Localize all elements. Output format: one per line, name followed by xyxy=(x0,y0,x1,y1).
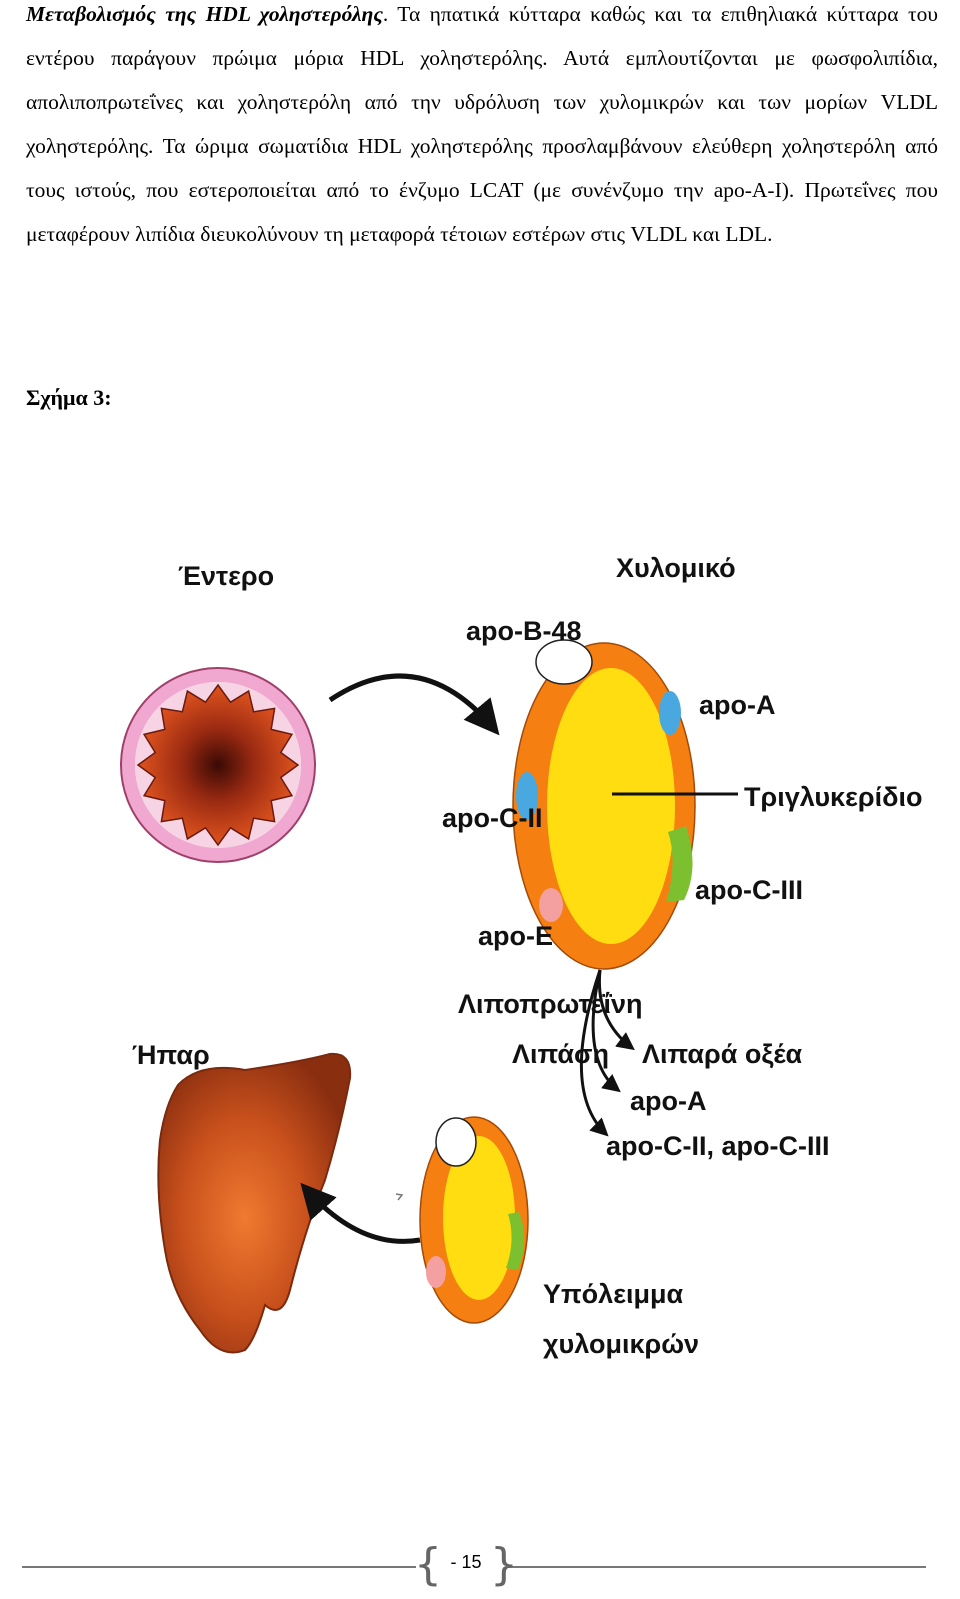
remnant-label-line1: Υπόλειμμα xyxy=(543,1279,684,1309)
lipoprotein-lipase-label-line2: Λιπάση xyxy=(512,1039,609,1069)
paragraph-text: . Τα ηπατικά κύτταρα καθώς και τα επιθηλ… xyxy=(26,2,938,246)
chylomicron-metabolism-figure: Έντερο Χυλομικό apo-B-48 apo-A Τριγλυκερ… xyxy=(120,553,922,1359)
remnant-apo-c3-marker xyxy=(506,1212,525,1270)
liver-shape xyxy=(157,1052,352,1354)
footer-rule-right xyxy=(508,1566,926,1568)
apo-b48-label: apo-B-48 xyxy=(466,616,582,646)
body-paragraph: Μεταβολισμός της HDL χοληστερόλης. Τα ηπ… xyxy=(26,0,938,256)
remnant-label-line2: χυλομικρών xyxy=(543,1329,699,1359)
remnant-apo-b48-marker xyxy=(435,1117,477,1167)
apo-c3-marker xyxy=(666,826,693,902)
chylomicron-particle xyxy=(512,639,696,970)
footer-brace-left: { xyxy=(414,1539,442,1590)
lipoprotein-lipase-label-line1: Λιποπρωτεΐνη xyxy=(458,989,642,1019)
intestine-label: Έντερο xyxy=(178,561,274,591)
intestine-cross-section xyxy=(120,667,316,863)
apo-c2-marker xyxy=(516,772,538,820)
figure-label: Σχήμα 3: xyxy=(26,385,112,410)
apo-e-marker xyxy=(539,888,563,922)
triglyceride-label: Τριγλυκερίδιο xyxy=(744,782,922,812)
lipase-products-arrows xyxy=(580,969,635,1137)
footer-rule-left xyxy=(22,1566,416,1568)
apo-a-label: apo-A xyxy=(699,690,776,720)
apo-e-label: apo-E xyxy=(478,921,553,951)
apo-c3-label: apo-C-III xyxy=(695,875,803,905)
released-apo-c-label: apo-C-II, apo-C-III xyxy=(606,1131,829,1161)
released-apo-a-label: apo-A xyxy=(630,1086,707,1116)
stray-mark xyxy=(395,1193,404,1201)
paragraph-heading: Μεταβολισμός της HDL χοληστερόλης xyxy=(26,2,383,26)
chylomicron-remnant-particle xyxy=(419,1116,529,1324)
chylomicron-label: Χυλομικό xyxy=(616,553,736,583)
arrow-remnant-to-liver xyxy=(300,1182,421,1244)
apo-b48-marker xyxy=(535,639,593,685)
arrow-intestine-to-chylomicron xyxy=(328,673,500,736)
remnant-apo-e-marker xyxy=(426,1256,446,1288)
apo-c2-label: apo-C-II xyxy=(442,803,543,833)
page-number: - 15 xyxy=(450,1552,482,1572)
liver-label: Ήπαρ xyxy=(132,1040,210,1070)
footer-brace-right: } xyxy=(490,1539,518,1590)
apo-a-marker xyxy=(659,691,681,735)
fatty-acids-label: Λιπαρά οξέα xyxy=(642,1039,803,1069)
